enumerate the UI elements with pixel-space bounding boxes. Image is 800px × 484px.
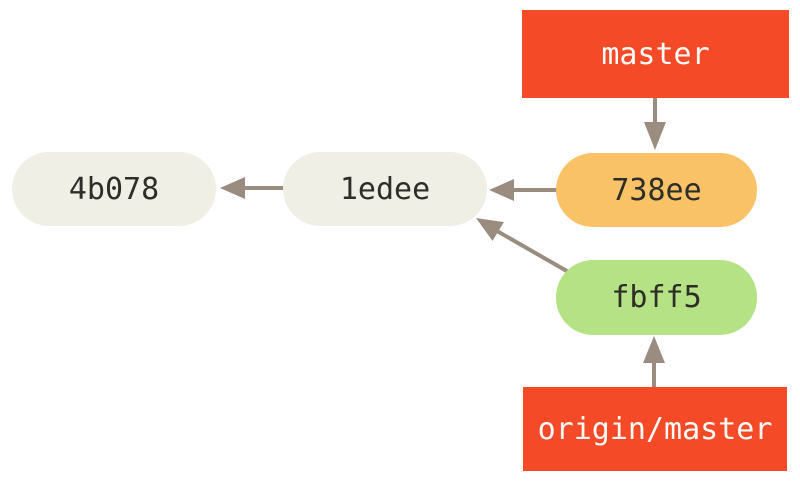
commit-node-1edee: 1edee: [283, 152, 487, 226]
commit-label-fbff5: fbff5: [611, 280, 702, 315]
commit-node-4b078: 4b078: [12, 152, 216, 226]
commit-label-738ee: 738ee: [611, 172, 702, 208]
commit-node-738ee: 738ee: [556, 153, 757, 227]
arrow-738ee-to-1edee: [489, 179, 560, 201]
branch-label-master: master: [522, 10, 789, 98]
arrow-1edee-to-4b078: [220, 177, 286, 199]
branch-label-master-text: master: [601, 36, 710, 72]
commit-label-1edee: 1edee: [339, 171, 431, 207]
commit-node-fbff5: fbff5: [556, 260, 757, 335]
branch-label-origin-master-text: origin/master: [537, 411, 773, 447]
arrow-fbff5-to-1edee: [476, 218, 573, 276]
arrow-master-to-738ee: [644, 98, 666, 150]
arrow-origin-master-to-fbff5: [643, 336, 665, 387]
branch-label-origin-master: origin/master: [523, 387, 787, 471]
commit-label-4b078: 4b078: [68, 171, 160, 207]
